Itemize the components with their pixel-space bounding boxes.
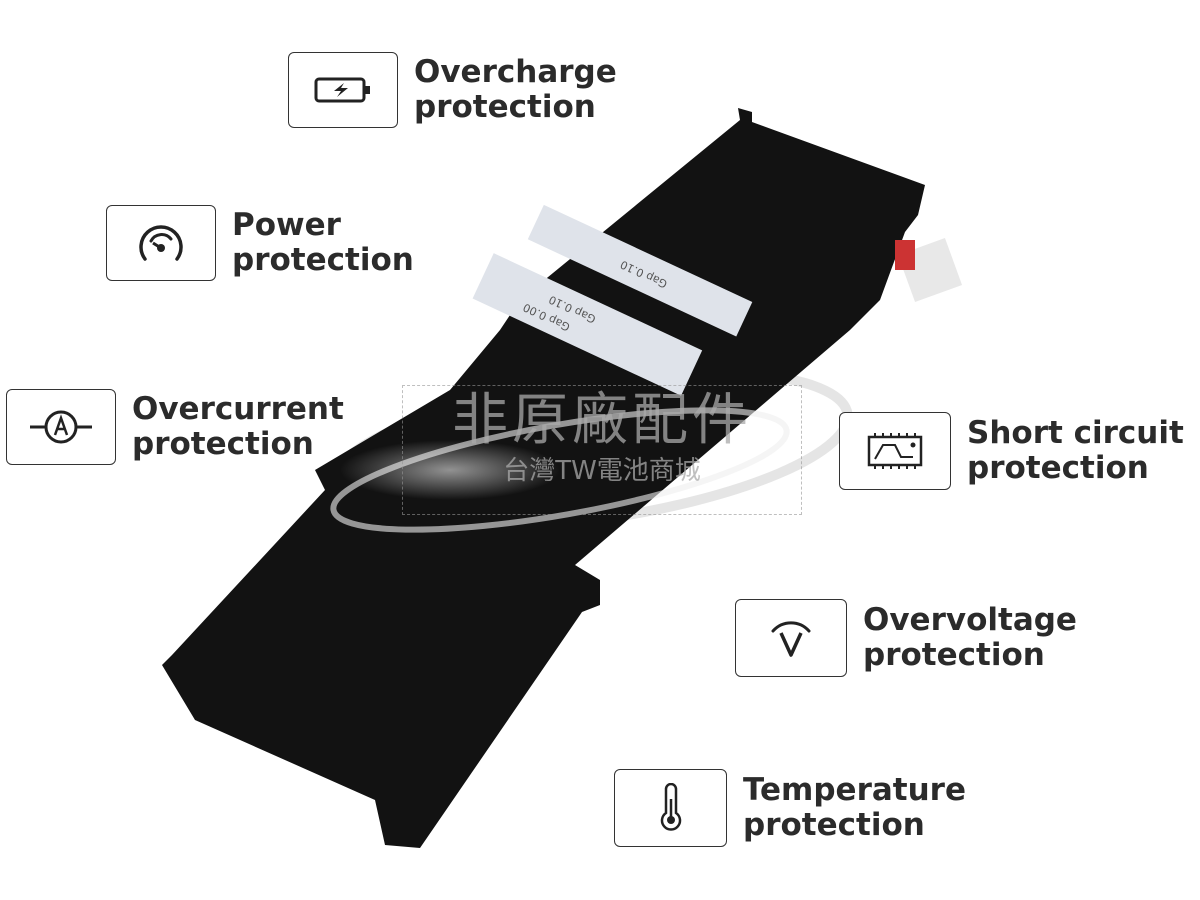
feature-title: Overcurrent [132, 391, 344, 427]
voltage-icon [771, 621, 811, 657]
feature-title: Temperature [743, 772, 966, 808]
sticker-top [527, 204, 753, 337]
feature-title: Short circuit [967, 415, 1184, 451]
feature-subtitle: protection [743, 807, 925, 843]
feature-subtitle: protection [967, 450, 1149, 486]
ammeter-icon [30, 410, 92, 444]
battery-charge-icon [314, 77, 370, 103]
sticker-bottom [472, 253, 703, 396]
feature-subtitle: protection [132, 426, 314, 462]
feature-subtitle: protection [232, 242, 414, 278]
feature-subtitle: protection [863, 637, 1045, 673]
feature-subtitle: protection [414, 89, 596, 125]
power-gauge-icon [139, 225, 183, 261]
circuit-board-icon [867, 433, 923, 469]
feature-title: Power [232, 207, 341, 243]
thermometer-icon [660, 783, 681, 831]
feature-title: Overcharge [414, 54, 617, 90]
feature-title: Overvoltage [863, 602, 1077, 638]
